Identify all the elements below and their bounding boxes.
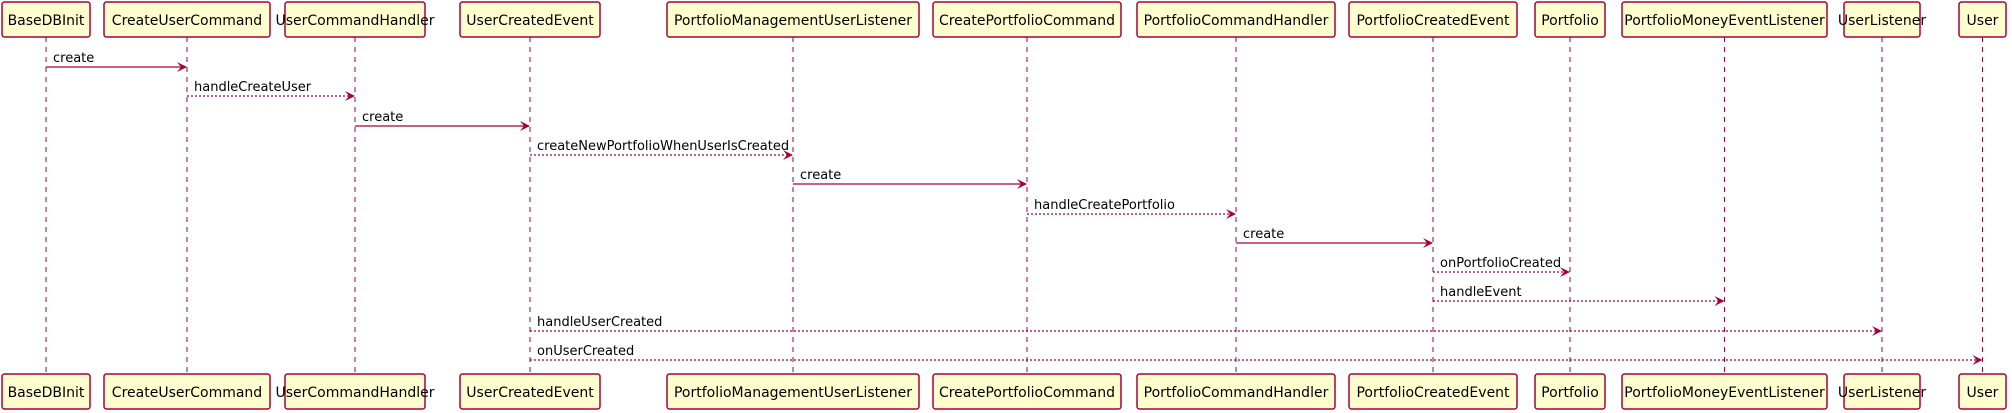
participant-box bbox=[1621, 373, 1828, 410]
participant-box bbox=[1534, 1, 1606, 38]
message-label: handleCreatePortfolio bbox=[1034, 198, 1175, 213]
participant-bottom-portfolio-management-user-listener: PortfolioManagementUserListener bbox=[666, 373, 920, 410]
participant-top-create-user-command: CreateUserCommand bbox=[103, 1, 271, 38]
participant-label: UserListener bbox=[1838, 385, 1926, 401]
participant-label: User bbox=[1967, 13, 1999, 29]
message-4: createNewPortfolioWhenUserIsCreated bbox=[530, 139, 793, 160]
participant-top-base-dbinit: BaseDBInit bbox=[1, 1, 91, 38]
participant-label: CreatePortfolioCommand bbox=[939, 13, 1115, 29]
participant-box bbox=[932, 1, 1122, 38]
participant-box bbox=[1136, 1, 1336, 38]
participant-label: PortfolioMoneyEventListener bbox=[1624, 385, 1825, 401]
participant-top-portfolio-command-handler: PortfolioCommandHandler bbox=[1136, 1, 1336, 38]
participant-box bbox=[1843, 373, 1921, 410]
message-label: create bbox=[800, 168, 841, 183]
participant-bottom-user-command-handler: UserCommandHandler bbox=[276, 373, 435, 410]
participant-top-user-command-handler: UserCommandHandler bbox=[276, 1, 435, 38]
participant-label: PortfolioCommandHandler bbox=[1144, 385, 1329, 401]
message-10: handleUserCreated bbox=[530, 315, 1882, 336]
participant-box bbox=[1958, 1, 2007, 38]
message-7: create bbox=[1236, 227, 1433, 248]
participant-bottom-portfolio-created-event: PortfolioCreatedEvent bbox=[1348, 373, 1518, 410]
participant-top-user: User bbox=[1958, 1, 2007, 38]
participant-box bbox=[932, 373, 1122, 410]
participant-box bbox=[1, 1, 91, 38]
message-label: createNewPortfolioWhenUserIsCreated bbox=[537, 139, 789, 154]
participant-label: CreatePortfolioCommand bbox=[939, 385, 1115, 401]
message-9: handleEvent bbox=[1433, 285, 1725, 306]
participant-top-user-created-event: UserCreatedEvent bbox=[459, 1, 601, 38]
participant-label: PortfolioCreatedEvent bbox=[1356, 385, 1510, 401]
participant-box bbox=[1348, 1, 1518, 38]
message-label: onUserCreated bbox=[537, 344, 634, 359]
participant-box bbox=[1, 373, 91, 410]
message-6: handleCreatePortfolio bbox=[1027, 198, 1236, 219]
participant-label: PortfolioManagementUserListener bbox=[674, 13, 912, 29]
message-label: handleCreateUser bbox=[194, 80, 312, 95]
participant-label: PortfolioCreatedEvent bbox=[1356, 13, 1510, 29]
participant-label: BaseDBInit bbox=[8, 13, 85, 29]
lifelines bbox=[45, 37, 1983, 374]
message-3: create bbox=[355, 110, 530, 131]
participant-box bbox=[1348, 373, 1518, 410]
message-5: create bbox=[793, 168, 1027, 189]
message-11: onUserCreated bbox=[530, 344, 1983, 365]
participant-box bbox=[103, 1, 271, 38]
participant-bottom-portfolio: Portfolio bbox=[1534, 373, 1606, 410]
message-label: handleEvent bbox=[1440, 285, 1522, 300]
participant-label: Portfolio bbox=[1541, 13, 1599, 29]
participant-top-portfolio-money-event-listener: PortfolioMoneyEventListener bbox=[1621, 1, 1828, 38]
participant-label: PortfolioMoneyEventListener bbox=[1624, 13, 1825, 29]
message-8: onPortfolioCreated bbox=[1433, 256, 1570, 277]
participant-label: UserListener bbox=[1838, 13, 1926, 29]
participant-bottom-base-dbinit: BaseDBInit bbox=[1, 373, 91, 410]
participant-bottom-portfolio-money-event-listener: PortfolioMoneyEventListener bbox=[1621, 373, 1828, 410]
participant-label: Portfolio bbox=[1541, 385, 1599, 401]
participant-top-portfolio-created-event: PortfolioCreatedEvent bbox=[1348, 1, 1518, 38]
participant-box bbox=[666, 1, 920, 38]
message-label: create bbox=[1243, 227, 1284, 242]
participant-top-user-listener: UserListener bbox=[1838, 1, 1926, 38]
message-label: create bbox=[53, 51, 94, 66]
participant-label: PortfolioManagementUserListener bbox=[674, 385, 912, 401]
participant-box bbox=[1621, 1, 1828, 38]
participant-top-portfolio-management-user-listener: PortfolioManagementUserListener bbox=[666, 1, 920, 38]
messages: create handleCreateUser create createNewPor… bbox=[46, 51, 1983, 365]
participant-label: CreateUserCommand bbox=[112, 385, 262, 401]
participant-top-portfolio: Portfolio bbox=[1534, 1, 1606, 38]
message-1: create bbox=[46, 51, 187, 72]
participant-bottom-user-created-event: UserCreatedEvent bbox=[459, 373, 601, 410]
participant-box bbox=[284, 373, 426, 410]
participant-label: BaseDBInit bbox=[8, 385, 85, 401]
participant-label: PortfolioCommandHandler bbox=[1144, 13, 1329, 29]
message-label: onPortfolioCreated bbox=[1440, 256, 1561, 271]
participant-label: UserCreatedEvent bbox=[466, 13, 594, 29]
participant-bottom-create-user-command: CreateUserCommand bbox=[103, 373, 271, 410]
participant-bottom-portfolio-command-handler: PortfolioCommandHandler bbox=[1136, 373, 1336, 410]
participant-label: UserCommandHandler bbox=[276, 13, 435, 29]
participant-top-create-portfolio-command: CreatePortfolioCommand bbox=[932, 1, 1122, 38]
participant-bottom-user-listener: UserListener bbox=[1838, 373, 1926, 410]
participant-box bbox=[1534, 373, 1606, 410]
participant-label: CreateUserCommand bbox=[112, 13, 262, 29]
participant-box bbox=[1958, 373, 2007, 410]
participant-box bbox=[1843, 1, 1921, 38]
participant-box bbox=[1136, 373, 1336, 410]
participant-label: UserCreatedEvent bbox=[466, 385, 594, 401]
participant-label: UserCommandHandler bbox=[276, 385, 435, 401]
participant-bottom-create-portfolio-command: CreatePortfolioCommand bbox=[932, 373, 1122, 410]
participant-label: User bbox=[1967, 385, 1999, 401]
message-label: create bbox=[362, 110, 403, 125]
message-label: handleUserCreated bbox=[537, 315, 662, 330]
participant-bottom-user: User bbox=[1958, 373, 2007, 410]
participant-box bbox=[666, 373, 920, 410]
participant-box bbox=[103, 373, 271, 410]
participant-box bbox=[284, 1, 426, 38]
participant-box bbox=[459, 373, 601, 410]
participant-box bbox=[459, 1, 601, 38]
message-2: handleCreateUser bbox=[187, 80, 355, 101]
